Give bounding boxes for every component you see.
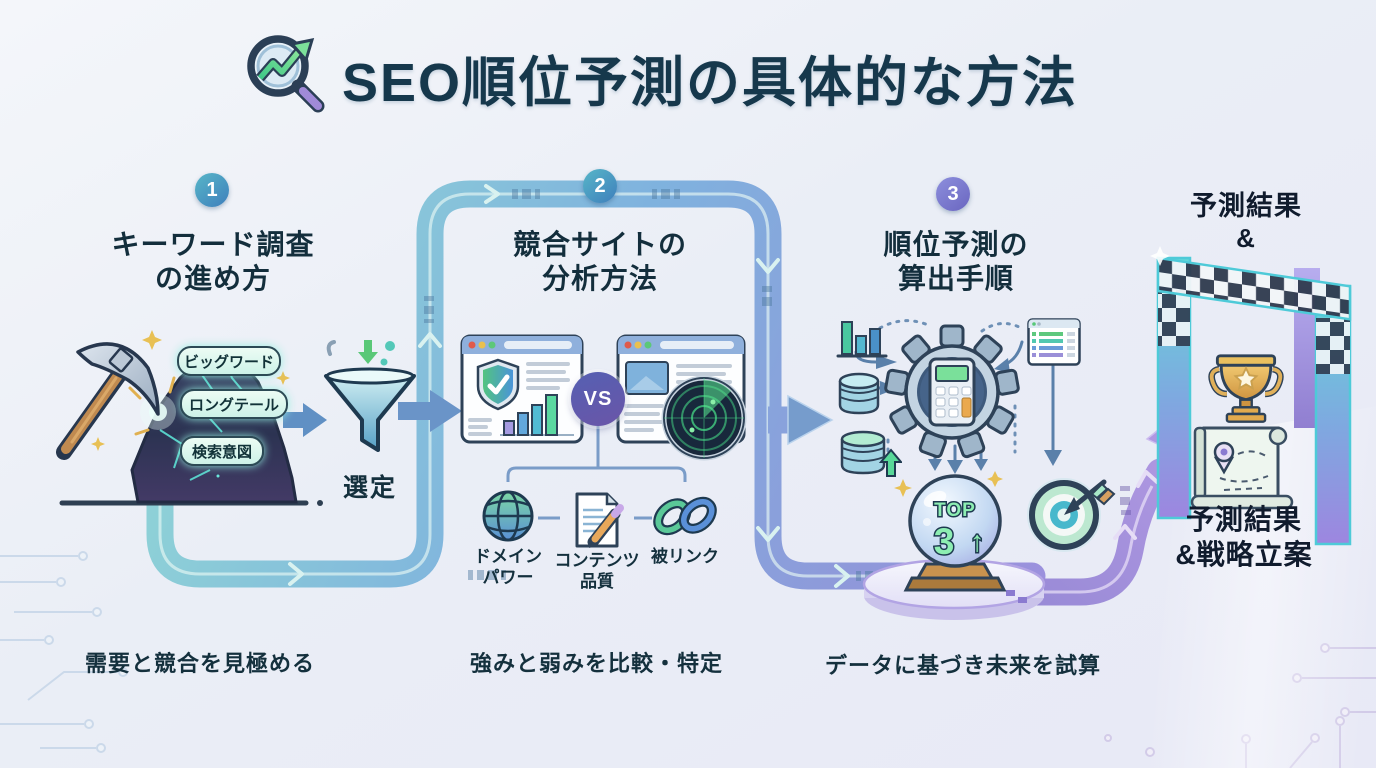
finish-gate — [1150, 246, 1352, 546]
factor-bracket — [506, 426, 687, 520]
impact-sparks — [128, 376, 176, 436]
map-pin-icon — [1213, 441, 1235, 475]
route-dashes — [1219, 450, 1269, 491]
funnel-icon — [324, 340, 416, 452]
bar-chart-icon — [836, 321, 888, 358]
step-1-number: 1 — [206, 178, 218, 201]
circuit-left — [0, 551, 128, 753]
arrow-funnel-to-step2 — [398, 390, 462, 432]
pipe-chevrons — [288, 184, 1159, 588]
result-header: 予測結果 & — [1190, 191, 1302, 253]
trophy-star — [1233, 365, 1259, 391]
strategy-scroll-icon — [1190, 426, 1294, 510]
competitor-site-b — [616, 334, 747, 461]
sparkles — [894, 471, 1003, 497]
arrow-into-step3 — [787, 394, 834, 446]
competitor-site-a — [460, 334, 584, 444]
gold-sparkles — [91, 330, 290, 451]
dart-arrow — [1064, 479, 1116, 515]
spreadsheet-icon — [1027, 318, 1081, 366]
gate-top-bar — [1156, 256, 1352, 321]
link-icon — [653, 496, 717, 536]
bar-chart-graphic — [500, 394, 574, 436]
step-2-heading: 競合サイトの分析方法 — [512, 229, 687, 294]
keyword-pill-big-word: ビッグワード — [177, 346, 281, 376]
step-2-badge: 2 — [583, 169, 617, 203]
globe-icon — [482, 490, 534, 542]
text-lines — [468, 362, 570, 436]
step-3-heading: 順位予測の算出手順 — [883, 229, 1029, 294]
step-1-heading: キーワード調査の進め方 — [111, 229, 315, 294]
step-3-badge: 3 — [936, 177, 970, 211]
vs-badge: VS — [571, 372, 625, 426]
factor-content-quality: コンテンツ品質 — [554, 551, 640, 591]
target-dart-icon — [1027, 478, 1116, 552]
pickaxe-icon — [56, 342, 160, 460]
magnifier-trend-icon — [247, 35, 325, 113]
database-upload-icon — [840, 430, 902, 477]
database-icon — [838, 372, 880, 415]
sheet-rows — [1032, 332, 1075, 357]
step-3-number: 3 — [947, 182, 959, 205]
circuit-right — [1104, 643, 1376, 768]
arrow-rock-to-funnel — [283, 403, 327, 437]
radar-icon — [661, 375, 747, 461]
page-title: SEO順位予測の具体的な方法 — [342, 53, 1079, 113]
step-1-badge: 1 — [195, 173, 229, 207]
result-footer: 予測結果 &戦略立案 — [1175, 504, 1313, 570]
trophy-icon — [1208, 354, 1284, 423]
ball-number: 3 — [934, 521, 955, 562]
caption-step1: 需要と競合を見極める — [85, 651, 316, 676]
keyword-pill-search-intent: 検索意図 — [180, 436, 264, 466]
crystal-ball: TOP 3 ↑ — [903, 474, 1007, 592]
shield-check-icon — [476, 358, 520, 411]
caption-step3: データに基づき未来を試算 — [825, 653, 1102, 678]
step3-dotted-links — [878, 319, 1025, 460]
factor-backlinks: 被リンク — [651, 547, 719, 566]
gear-calculator-icon — [884, 324, 1020, 459]
calculator-icon — [928, 357, 976, 427]
ball-up-arrow: ↑ — [970, 526, 985, 558]
factor-domain-power: ドメインパワー — [474, 547, 542, 587]
ball-top-text: TOP — [934, 500, 976, 521]
keyword-pill-long-tail: ロングテール — [180, 389, 288, 419]
caption-step2: 強みと弱みを比較・特定 — [470, 651, 724, 676]
document-pencil-icon — [575, 492, 624, 548]
funnel-label: 選定 — [342, 474, 397, 502]
step-2-number: 2 — [594, 174, 606, 197]
